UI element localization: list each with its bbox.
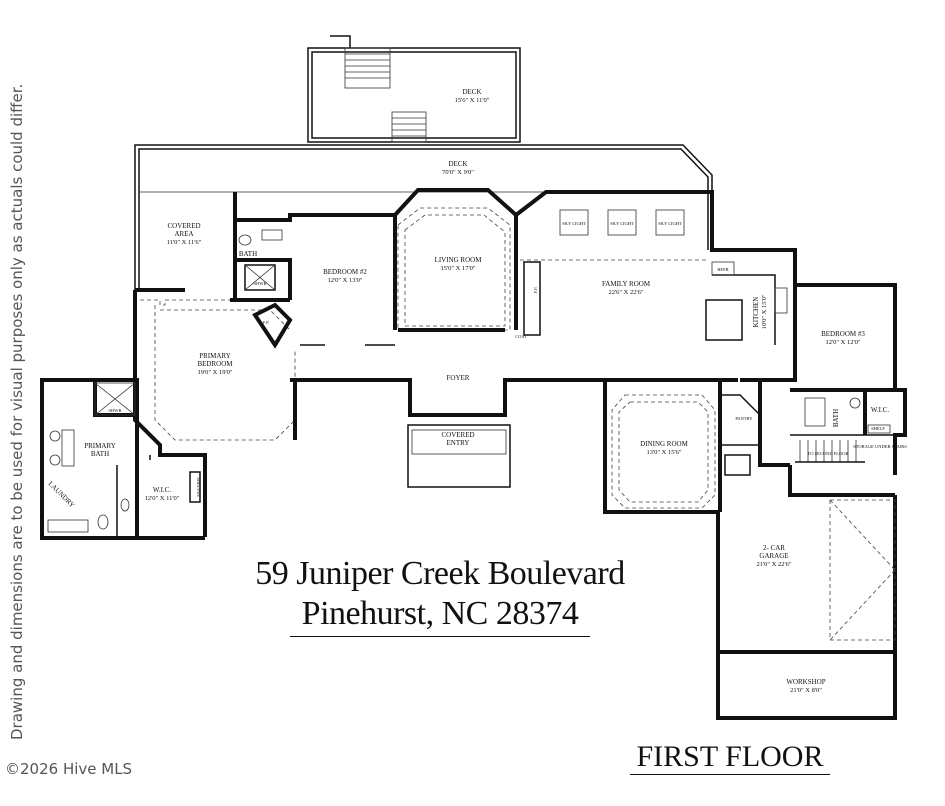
- floor-title-text: FIRST FLOOR: [636, 740, 824, 773]
- storage-label: STORAGE UNDER STAIRS: [853, 444, 907, 449]
- bedroom3-label: BEDROOM #3: [821, 330, 865, 338]
- family-room-label: FAMILY ROOM: [602, 280, 651, 288]
- upper-deck: [307, 35, 521, 143]
- wic3-label: W.I.C.: [871, 406, 889, 414]
- primary-bath-label-2: BATH: [91, 450, 109, 458]
- family-room-dim: 22'6" X 22'6": [608, 289, 643, 296]
- primary-bath-label: PRIMARY: [84, 442, 116, 450]
- address-underline: [290, 636, 590, 637]
- room-labels: DECK 15'6" X 11'0" DECK 70'0" X 9'0" COV…: [47, 88, 890, 694]
- primary-bedroom-label-2: BEDROOM: [197, 360, 233, 368]
- kitchen-dim: 10'0" X 15'0": [761, 294, 768, 329]
- address-line-1: 59 Juniper Creek Boulevard: [255, 555, 625, 592]
- primary-bedroom-walls: [140, 298, 297, 441]
- sky-light-2: SKY LIGHT: [610, 221, 634, 226]
- bedroom3-walls: [740, 285, 895, 467]
- covered-entry-label: COVERED: [441, 431, 474, 439]
- fp-label-family: F.P.: [533, 287, 538, 293]
- deck-main-label: DECK: [448, 160, 467, 168]
- sky-light-3: SKY LIGHT: [658, 221, 682, 226]
- fp-label-primary: F.P.: [263, 320, 269, 325]
- refr-label: REFR: [717, 267, 728, 272]
- deck-upper-label: DECK: [462, 88, 481, 96]
- living-room-walls: [397, 207, 518, 332]
- workshop-label: WORKSHOP: [786, 678, 825, 686]
- foyer-label: FOYER: [447, 374, 470, 382]
- pantry-label: PANTRY: [735, 416, 753, 421]
- disclaimer-text: Drawing and dimensions are to be used fo…: [8, 83, 26, 740]
- shower-label-bath2: SHWR: [253, 281, 266, 286]
- primary-bedroom-label: PRIMARY: [199, 352, 231, 360]
- primary-bedroom-dim: 19'0" X 19'0": [197, 369, 232, 376]
- deck-main-dim: 70'0" X 9'0": [442, 169, 474, 176]
- shelf-label: SHELF: [871, 426, 885, 431]
- property-address: 59 Juniper Creek Boulevard Pinehurst, NC…: [230, 554, 650, 637]
- family-room-walls: [520, 209, 788, 345]
- shelves-label: SHELVES: [196, 477, 201, 497]
- west-rooms: [233, 215, 397, 349]
- garage-walls: [718, 465, 896, 654]
- covered-area-dim: 11'0" X 11'6": [167, 239, 202, 246]
- sky-light-1: SKY LIGHT: [562, 221, 586, 226]
- to-second-floor-label: TO SECOND FLOOR: [808, 451, 849, 456]
- bath-label: BATH: [239, 250, 257, 258]
- living-room-dim: 15'0" X 17'0": [440, 265, 475, 272]
- deck-stairs: [344, 47, 427, 143]
- wic-primary-dim: 12'0" X 11'0": [145, 495, 180, 502]
- bath3-label: BATH: [832, 409, 840, 427]
- garage-label: 2- CAR: [763, 544, 785, 552]
- covered-entry-label-2: ENTRY: [447, 439, 470, 447]
- copyright-text: ©2026 Hive MLS: [5, 760, 133, 778]
- bedroom3-dim: 12'0" X 12'0": [825, 339, 860, 346]
- primary-bath-wing: [40, 378, 205, 540]
- coat-label: COAT: [515, 334, 527, 339]
- entry-walls: [407, 424, 511, 488]
- main-deck: [134, 144, 713, 290]
- deck-upper-dim: 15'6" X 11'0": [455, 97, 490, 104]
- fixture-labels: F.P. F.P. SKY LIGHT SKY LIGHT SKY LIGHT …: [108, 221, 907, 497]
- dining-room-dim: 13'0" X 15'6": [646, 449, 681, 456]
- address-line-2: Pinehurst, NC 28374: [301, 595, 579, 632]
- kitchen-label: KITCHEN: [752, 297, 760, 328]
- covered-area-label: COVERED: [167, 222, 200, 230]
- living-room-label: LIVING ROOM: [435, 256, 483, 264]
- covered-area-label-2: AREA: [174, 230, 193, 238]
- laundry-label: LAUNDRY: [47, 480, 77, 510]
- floor-title: FIRST FLOOR: [620, 740, 840, 775]
- garage-dim: 21'0" X 22'6": [756, 561, 791, 568]
- workshop-dim: 21'0" X 8'0": [790, 687, 822, 694]
- dining-room-walls: [611, 394, 761, 509]
- bedroom2-dim: 12'0" X 13'0": [327, 277, 362, 284]
- bedroom2-label: BEDROOM #2: [323, 268, 367, 276]
- garage-label-2: GARAGE: [759, 552, 788, 560]
- shower-label-primary: SHWR: [108, 408, 121, 413]
- dining-room-label: DINING ROOM: [640, 440, 688, 448]
- floor-title-underline: [630, 774, 830, 775]
- wic-primary-label: W.I.C.: [153, 486, 171, 494]
